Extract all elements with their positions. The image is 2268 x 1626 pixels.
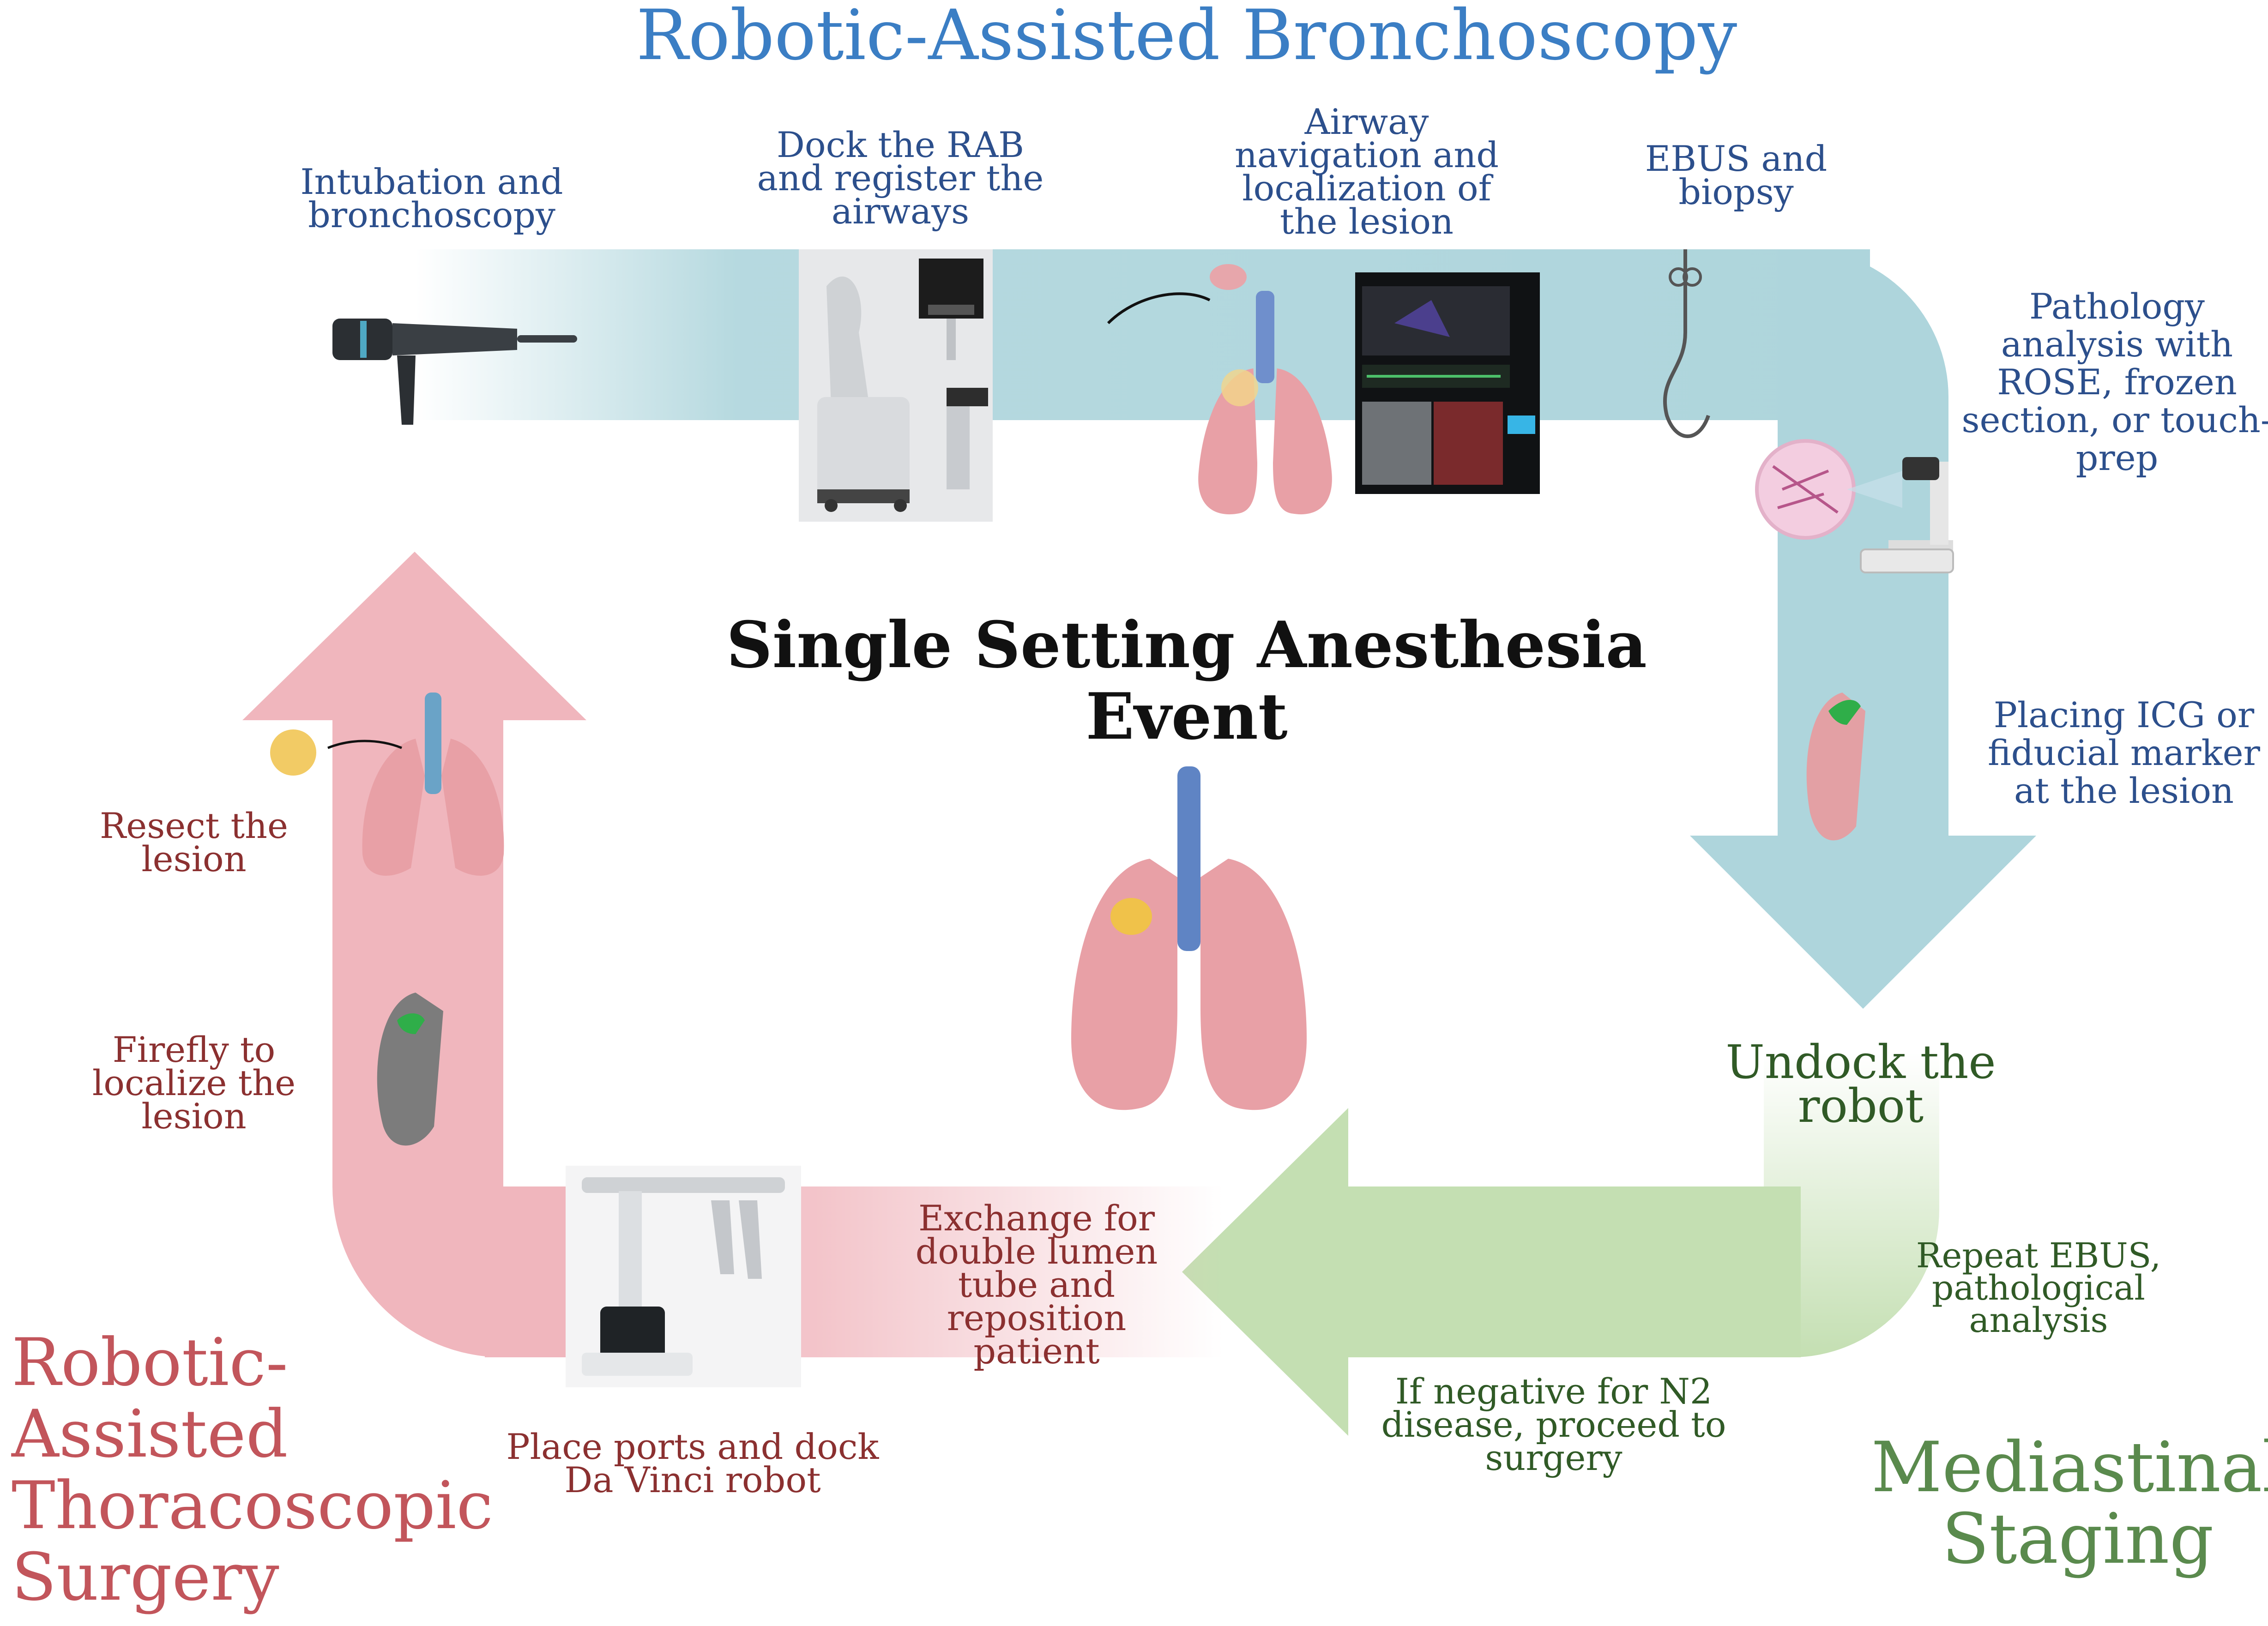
step-line: Pathology <box>2029 286 2205 327</box>
step-icg: Placing ICG or fiducial marker at the le… <box>1988 694 2261 811</box>
navigation-lung-icon <box>1107 264 1332 515</box>
staging-title-line: Mediastinal <box>1871 1427 2268 1508</box>
step-line: Da Vinci robot <box>564 1459 820 1500</box>
step-line: tube and <box>958 1264 1115 1305</box>
step-line: analysis with <box>2001 324 2233 365</box>
step-line: Exchange for <box>918 1198 1155 1239</box>
step-line: fiducial marker <box>1988 732 2261 773</box>
step-line: disease, proceed to <box>1381 1404 1726 1445</box>
firefly-lung-icon <box>377 993 443 1146</box>
step-line: Intubation and <box>300 161 563 202</box>
microscope-icon <box>1755 439 1954 573</box>
step-navigation: Airway navigation and localization of th… <box>1235 101 1499 242</box>
step-line: biopsy <box>1678 171 1793 212</box>
step-line: reposition <box>947 1297 1127 1338</box>
step-negative: If negative for N2 disease, proceed to s… <box>1381 1371 1726 1478</box>
lung-marker-icon <box>1806 693 1865 841</box>
step-line: Place ports and dock <box>507 1426 880 1467</box>
step-line: Repeat EBUS, <box>1916 1236 2161 1276</box>
step-line: Dock the RAB <box>777 124 1024 165</box>
step-line: localize the <box>92 1062 296 1103</box>
bronchoscope-icon <box>332 319 577 425</box>
step-line: patient <box>973 1331 1099 1372</box>
step-pathology: Pathology analysis with ROSE, frozen sec… <box>1961 286 2268 478</box>
step-line: EBUS and <box>1645 138 1828 179</box>
center-title-line: Single Setting Anesthesia <box>726 607 1647 682</box>
step-line: and register the <box>757 157 1044 199</box>
step-line: analysis <box>1969 1301 2108 1340</box>
center-title: Single Setting Anesthesia Event <box>726 607 1647 754</box>
resected-tumor-icon <box>270 729 316 776</box>
davinci-robot-icon <box>566 1166 801 1387</box>
rats-title-line: Surgery <box>12 1539 279 1615</box>
step-line: robot <box>1798 1079 1924 1133</box>
step-line: Resect the <box>100 805 288 846</box>
step-line: Airway <box>1304 101 1429 142</box>
rats-title-line: Thoracoscopic <box>12 1468 493 1544</box>
center-title-line: Event <box>1086 679 1288 754</box>
biopsy-forceps-icon <box>1663 249 1710 438</box>
step-line: at the lesion <box>2014 770 2234 811</box>
step-line: Undock the <box>1725 1035 1996 1089</box>
step-line: airways <box>832 191 969 232</box>
step-line: If negative for N2 <box>1395 1371 1712 1412</box>
step-line: the lesion <box>1280 201 1454 242</box>
step-line: bronchoscopy <box>308 194 555 235</box>
step-dock: Dock the RAB and register the airways <box>757 124 1044 232</box>
step-exchange: Exchange for double lumen tube and repos… <box>916 1198 1158 1372</box>
step-line: localization of <box>1242 168 1493 209</box>
step-resect: Resect the lesion <box>100 805 288 879</box>
staging-title: Mediastinal Staging <box>1871 1427 2268 1579</box>
step-undock: Undock the robot <box>1725 1035 1996 1133</box>
center-lungs-icon <box>1071 766 1307 1110</box>
step-line: prep <box>2076 437 2159 478</box>
step-repeat: Repeat EBUS, pathological analysis <box>1916 1236 2161 1340</box>
step-intubation: Intubation and bronchoscopy <box>300 161 563 235</box>
step-line: Firefly to <box>113 1029 275 1070</box>
rats-title-line: Assisted <box>11 1396 288 1472</box>
step-line: pathological <box>1932 1268 2145 1308</box>
rab-robot-icon <box>799 249 993 522</box>
rats-title: Robotic- Assisted Thoracoscopic Surgery <box>11 1325 493 1615</box>
rab-arrow <box>416 249 2036 1009</box>
rab-title: Robotic-Assisted Bronchoscopy <box>636 0 1737 76</box>
step-line: double lumen <box>916 1231 1158 1272</box>
step-line: Placing ICG or <box>1994 694 2255 735</box>
rats-title-line: Robotic- <box>12 1325 288 1401</box>
step-line: navigation and <box>1235 134 1499 175</box>
resection-lungs-icon <box>327 693 504 876</box>
step-line: lesion <box>141 838 246 879</box>
navigation-screen-icon <box>1355 272 1540 494</box>
staging-arrow <box>1182 1053 1939 1436</box>
step-line: ROSE, frozen <box>1997 361 2237 403</box>
step-ebus: EBUS and biopsy <box>1645 138 1828 212</box>
step-ports: Place ports and dock Da Vinci robot <box>507 1426 880 1500</box>
step-line: surgery <box>1485 1437 1622 1478</box>
staging-title-line: Staging <box>1942 1499 2214 1579</box>
step-line: section, or touch- <box>1961 399 2268 440</box>
step-firefly: Firefly to localize the lesion <box>92 1029 296 1137</box>
step-line: lesion <box>141 1096 246 1137</box>
